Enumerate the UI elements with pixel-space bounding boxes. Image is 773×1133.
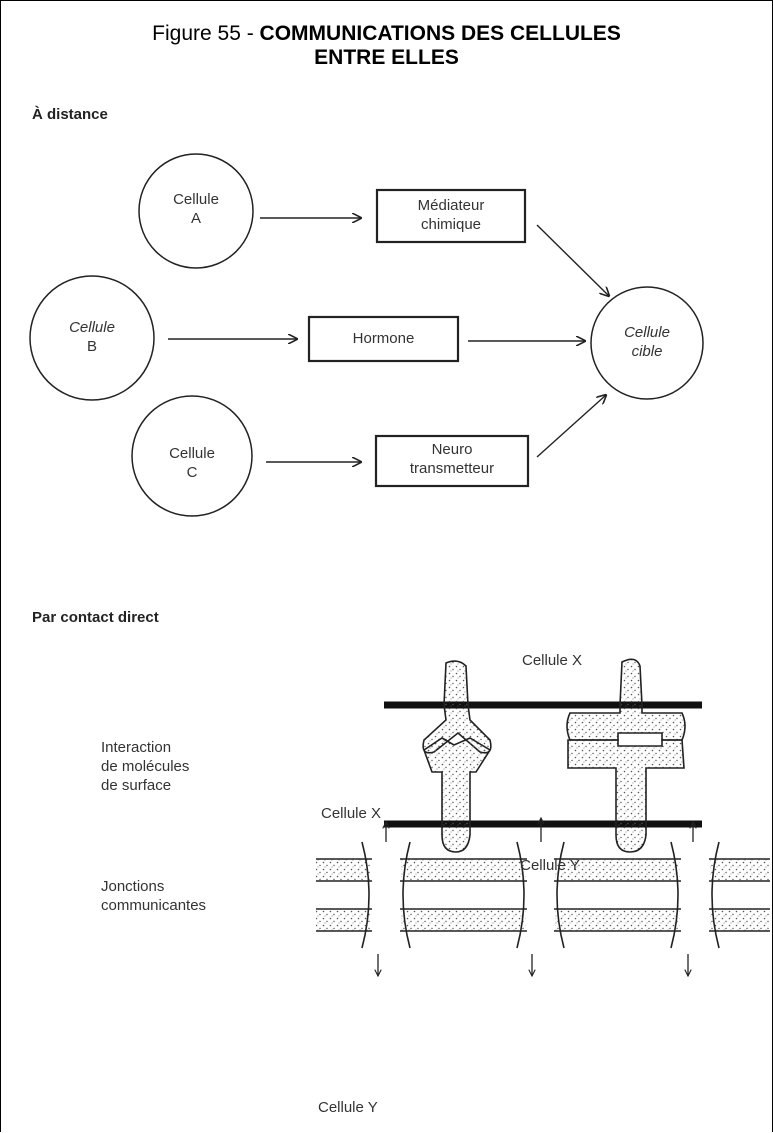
figure-title-sub: ENTRE ELLES [314,46,459,69]
junction-cell-y-label: Cellule Y [318,1099,378,1116]
cell-c-circle [131,395,253,517]
neuro-box [374,434,530,488]
mediateur-box [375,188,527,244]
section-heading-distance: À distance [32,106,108,123]
surface-molecule-lower-left [423,737,492,853]
hormone-label: Hormone [352,330,415,347]
hormone-box [307,315,460,363]
surface-cell-y-label: Cellule Y [520,857,580,874]
arrow-neuro-to-target [536,395,606,458]
cell-a-circle [138,153,254,269]
arrow-mediateur-to-target [536,224,609,296]
section-heading-contact: Par contact direct [32,609,159,626]
cell-target-circle [590,286,704,400]
figure-number: Figure 55 - [152,22,260,45]
cell-b-circle [29,275,155,401]
surface-cell-x-label: Cellule X [521,652,583,669]
figure-title-line-2: ENTRE ELLES [0,46,773,70]
surface-molecule-upper-right [566,658,686,741]
junction-channels [361,841,720,949]
junction-cell-x-label: Cellule X [321,805,382,822]
figure-title-main: COMMUNICATIONS DES CELLULES [259,22,621,45]
surface-molecule-lower-right [567,739,685,853]
figure-title-line-1: Figure 55 - COMMUNICATIONS DES CELLULES [0,22,773,46]
